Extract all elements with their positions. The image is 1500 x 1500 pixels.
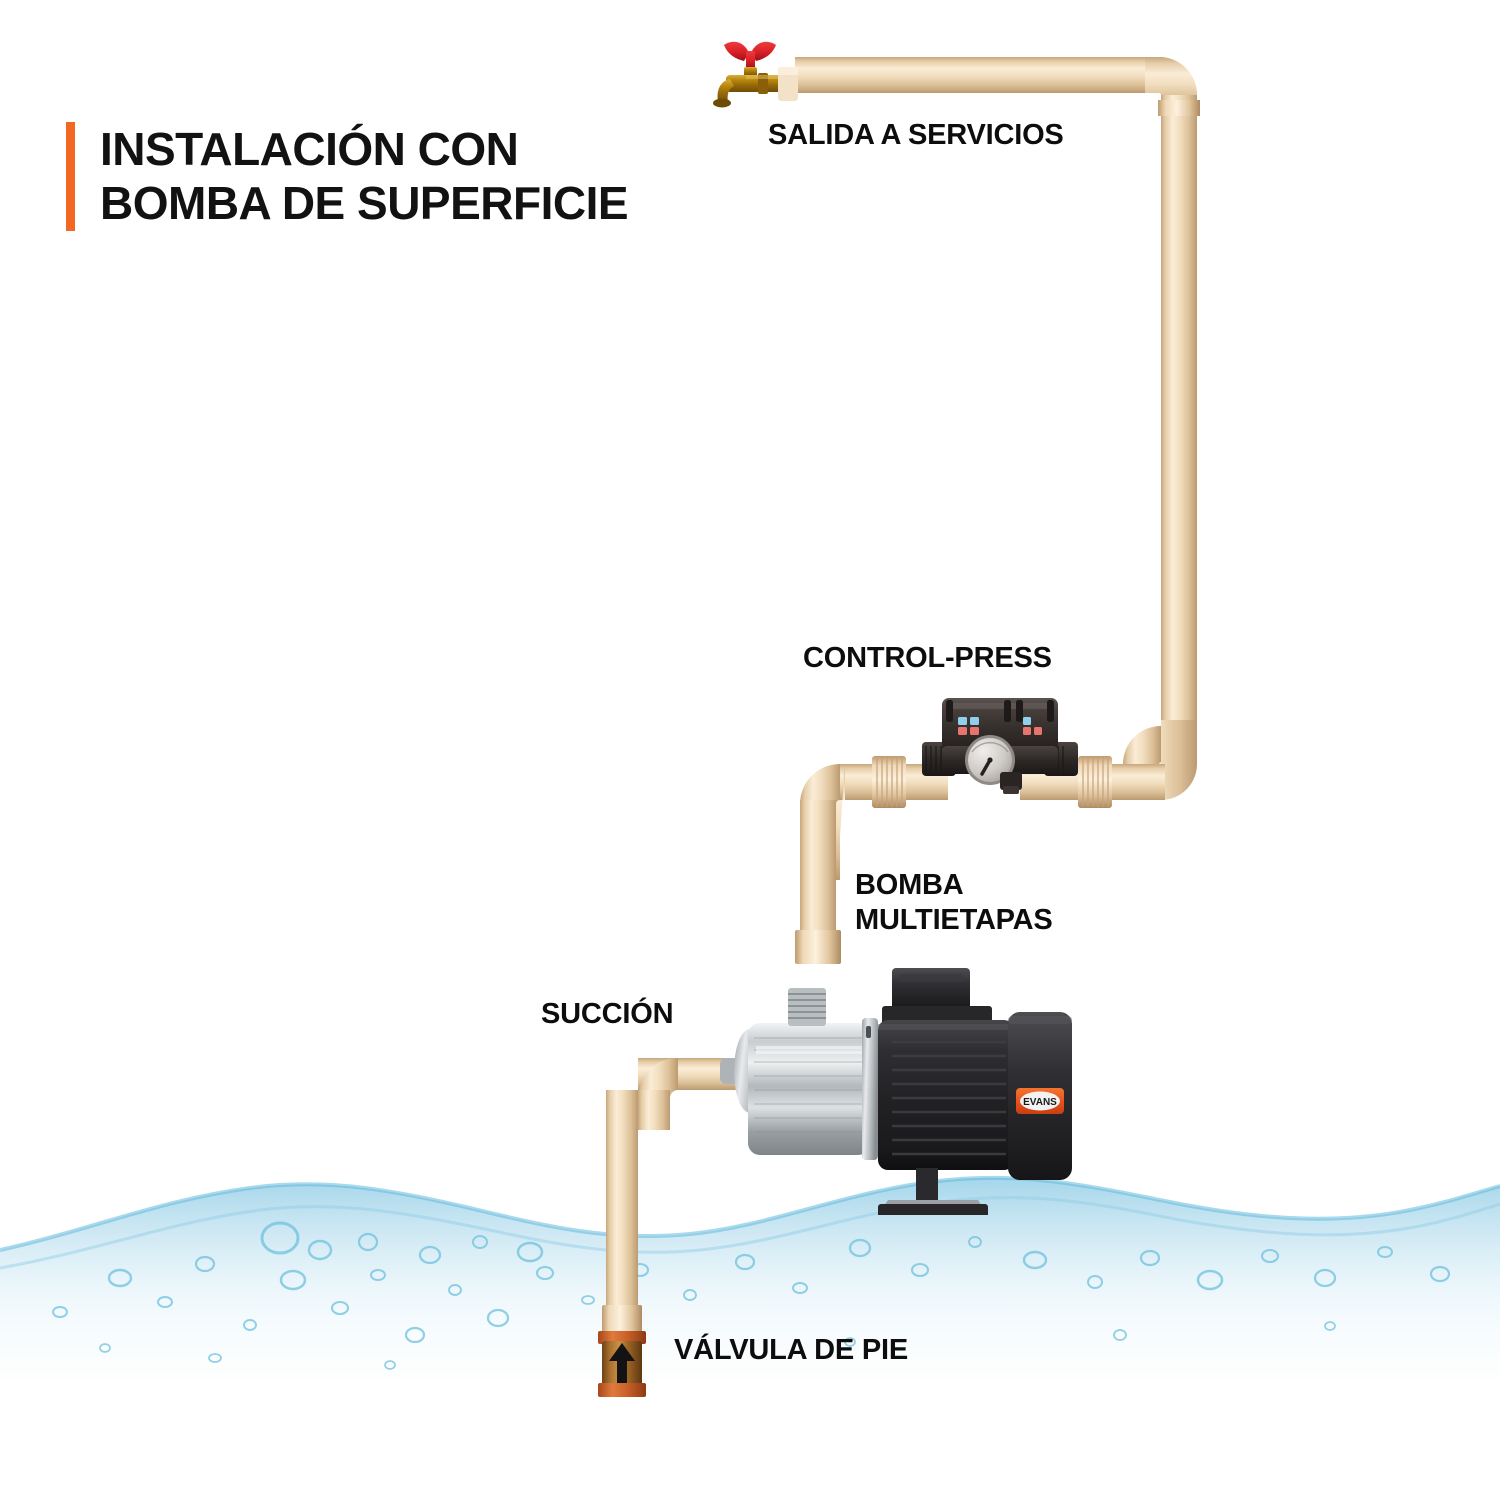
pipe-top-horizontal bbox=[795, 57, 1145, 93]
controlpress-indicators bbox=[958, 717, 1042, 735]
pump-motor-body bbox=[878, 1020, 1014, 1170]
pump-stage-body bbox=[748, 1018, 878, 1160]
pipe-elbow-suction bbox=[638, 1058, 678, 1130]
pump-brand-logo: EVANS bbox=[1016, 1088, 1064, 1114]
faucet-body bbox=[713, 67, 784, 108]
flow-direction-arrow-icon bbox=[609, 1343, 635, 1383]
faucet-valve[interactable] bbox=[706, 33, 798, 113]
controlpress-terminals bbox=[946, 700, 1054, 722]
page-title: INSTALACIÓN CON BOMBA DE SUPERFICIE bbox=[66, 122, 629, 231]
pipe-controlpress-left bbox=[838, 756, 948, 808]
multistage-surface-pump[interactable]: EVANS bbox=[720, 950, 1110, 1215]
faucet-handle[interactable] bbox=[724, 41, 776, 69]
title-accent-bar bbox=[66, 122, 75, 231]
pump-mounting-base bbox=[878, 1168, 988, 1215]
pump-terminal-box bbox=[882, 968, 992, 1028]
controlpress-drain bbox=[1000, 772, 1022, 794]
brand-text: EVANS bbox=[1023, 1097, 1057, 1108]
valve-top-ring bbox=[598, 1331, 646, 1344]
pump-discharge-port bbox=[788, 988, 826, 1026]
label-succion: SUCCIÓN bbox=[541, 998, 674, 1030]
pipe-suction-vertical bbox=[602, 1090, 642, 1340]
label-bomba-multietapas: BOMBA MULTIETAPAS bbox=[855, 869, 1053, 936]
pipe-pump-discharge bbox=[795, 820, 841, 964]
label-control-press: CONTROL-PRESS bbox=[803, 642, 1052, 674]
faucet-adapter bbox=[778, 67, 798, 101]
label-salida-a-servicios: SALIDA A SERVICIOS bbox=[768, 119, 1064, 151]
pipe-elbow-bottom-right bbox=[1117, 720, 1197, 800]
pressure-controller[interactable] bbox=[920, 690, 1080, 805]
pipe-right-vertical bbox=[1158, 100, 1200, 740]
valve-bottom-ring bbox=[598, 1383, 646, 1397]
label-valvula-de-pie: VÁLVULA DE PIE bbox=[674, 1334, 909, 1366]
title-text: INSTALACIÓN CON BOMBA DE SUPERFICIE bbox=[100, 123, 629, 230]
foot-check-valve[interactable] bbox=[596, 1325, 648, 1405]
